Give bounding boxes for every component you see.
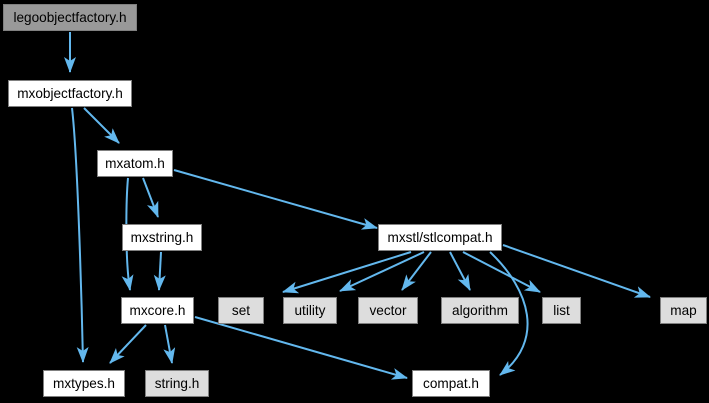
edge-mxstlstlcompat-to-list [462,251,541,293]
edge-mxstlstlcompat-to-map [502,244,651,298]
edges-group [64,32,651,380]
node-label: vector [369,302,407,318]
node-label: mxtypes.h [53,375,115,391]
node-compat[interactable]: compat.h [412,370,490,397]
node-label: algorithm [452,302,508,318]
node-mxstlstlcompat[interactable]: mxstl/stlcompat.h [378,224,502,251]
edge-mxstlstlcompat-to-algorithm [449,251,471,291]
node-legoobjectfactory[interactable]: legoobjectfactory.h [3,4,137,31]
edge-mxcore-to-compat [194,316,408,380]
edge-mxstring-to-mxcore [153,251,166,291]
node-label: set [231,302,251,318]
node-label: compat.h [423,375,479,391]
edge-mxstlstlcompat-to-vector [401,251,432,291]
node-mxstring[interactable]: mxstring.h [122,224,202,251]
node-label: map [670,302,697,318]
edge-mxatom-to-mxstlstlcompat [173,169,378,230]
edge-mxcore-to-string [163,324,176,364]
edge-mxobjectfactory-to-mxtypes [71,107,89,363]
edge-mxcore-to-mxtypes [109,324,147,364]
edge-mxstlstlcompat-to-set [282,251,412,294]
node-label: utility [294,302,326,318]
node-label: mxstring.h [130,229,194,245]
node-label: list [553,302,570,318]
node-string[interactable]: string.h [145,370,209,397]
node-map[interactable]: map [660,297,707,324]
node-label: mxcore.h [129,302,186,318]
node-label: mxobjectfactory.h [17,85,123,101]
edge-mxstlstlcompat-to-compat [489,251,529,376]
node-label: string.h [154,375,200,391]
node-utility[interactable]: utility [283,297,337,324]
node-mxcore[interactable]: mxcore.h [121,297,194,324]
node-label: mxatom.h [105,155,165,171]
node-mxobjectfactory[interactable]: mxobjectfactory.h [8,80,132,107]
edge-mxatom-to-mxstring [142,177,159,218]
node-algorithm[interactable]: algorithm [441,297,519,324]
node-vector[interactable]: vector [358,297,418,324]
node-mxatom[interactable]: mxatom.h [97,150,173,177]
node-label: mxstl/stlcompat.h [387,229,493,245]
node-list[interactable]: list [542,297,581,324]
edge-mxstlstlcompat-to-utility [339,251,425,292]
edge-mxobjectfactory-to-mxatom [83,107,120,144]
node-mxtypes[interactable]: mxtypes.h [43,370,125,397]
node-set[interactable]: set [218,297,264,324]
node-label: legoobjectfactory.h [13,9,127,25]
